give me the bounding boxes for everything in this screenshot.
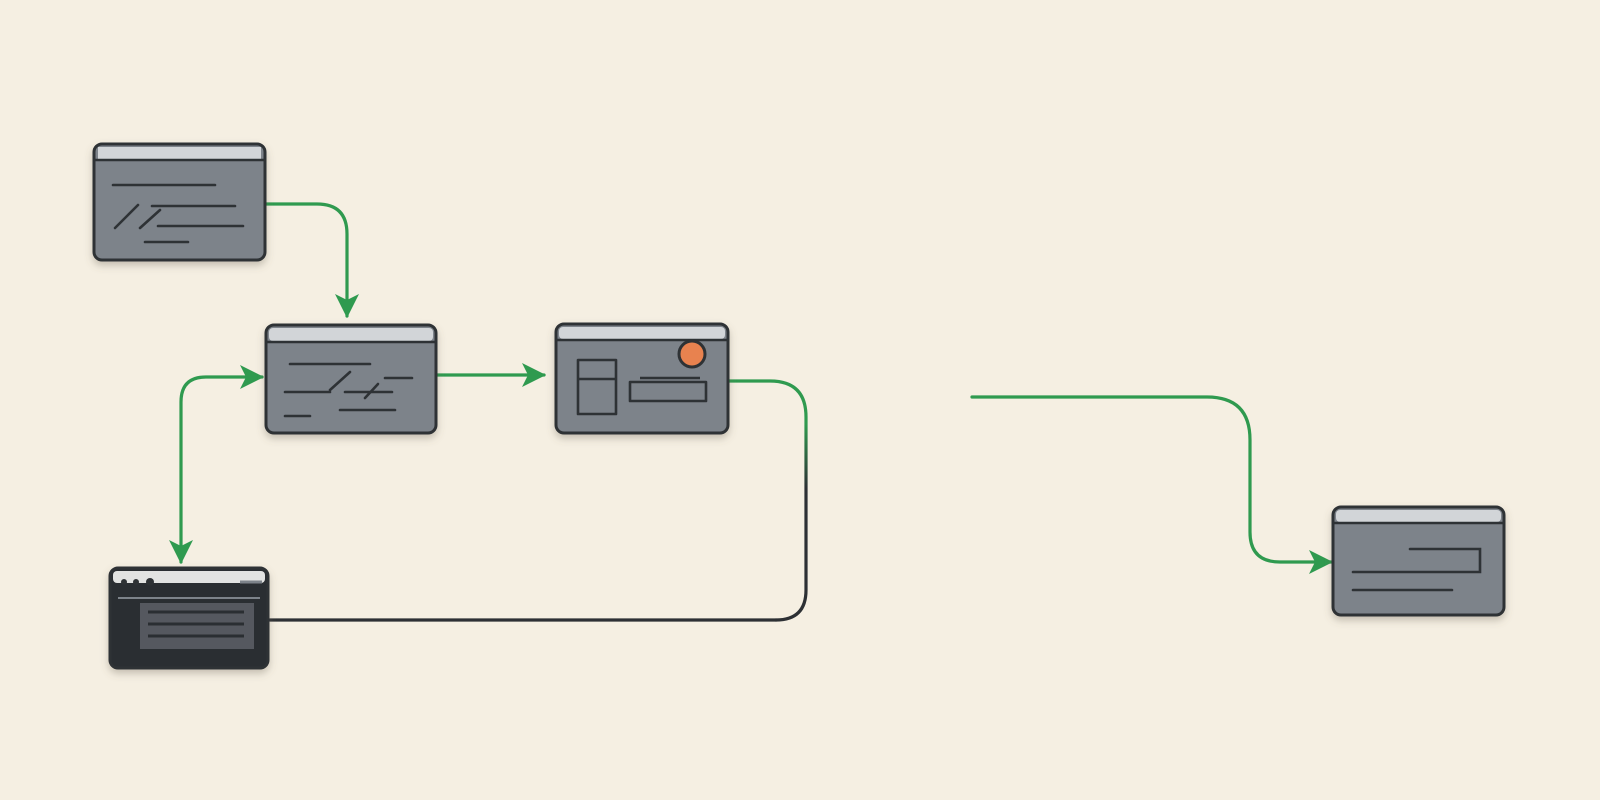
window-center[interactable]: [264, 323, 438, 435]
window-top-left[interactable]: [92, 142, 267, 262]
text-lines-window-icon: [1351, 547, 1482, 592]
window-right[interactable]: [1331, 505, 1506, 617]
edge-to-right-window: [970, 395, 1333, 574]
text-lines-window-icon: [283, 362, 414, 418]
orange-status-dot: [677, 339, 707, 369]
terminal-window-controls: [121, 578, 154, 586]
terminal-window-icon: [118, 597, 260, 649]
edge-terminal-center-bidirectional: [169, 365, 264, 564]
text-lines-window-icon: [111, 183, 245, 244]
edge-topleft-to-center: [260, 202, 359, 318]
window-panel[interactable]: [554, 322, 730, 435]
panel-window-icon: [576, 358, 708, 416]
edges: [169, 202, 1333, 622]
edge-panel-loop-down: [727, 379, 808, 622]
terminal-window[interactable]: [108, 566, 270, 670]
